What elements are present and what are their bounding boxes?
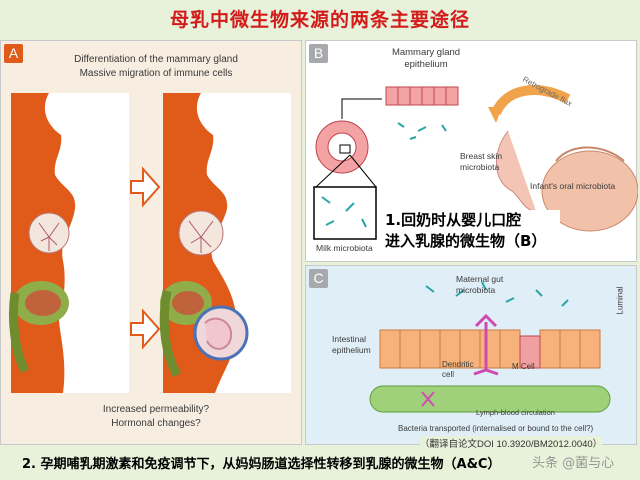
panel-a-top-caption: Differentiation of the mammary gland Mas… <box>31 53 281 81</box>
panel-a-bottom-line2: Hormonal changes? <box>111 418 201 429</box>
panel-b-letter: B <box>309 44 328 63</box>
doi-citation: （翻译自论文DOI 10.3920/BM2012.0040） <box>420 436 603 450</box>
route-one-line2: 进入乳腺的微生物（B） <box>385 232 547 250</box>
watermark: 头条 @菌与心 <box>532 456 615 471</box>
epithelium-line2: epithelium <box>404 59 448 70</box>
intestinal-line1: Intestinal <box>332 334 367 344</box>
oral-microbiota-label: Infant's oral microbiota <box>530 181 616 191</box>
skin-line1: Breast skin <box>460 151 503 161</box>
panel-b-illustration <box>313 85 638 240</box>
dendritic-line2: cell <box>442 370 455 379</box>
panel-a-bottom-caption: Increased permeability? Hormonal changes… <box>31 403 281 431</box>
panel-a-illustration <box>8 93 291 393</box>
maternal-line2: microbiota <box>456 285 496 295</box>
maternal-line1: Maternal gut <box>456 274 504 284</box>
intestinal-line2: epithelium <box>332 345 371 355</box>
panel-a-top-line2: Massive migration of immune cells <box>79 68 233 79</box>
page-title: 母乳中微生物来源的两条主要途径 <box>169 9 470 31</box>
dendritic-line1: Dendritic <box>442 360 474 369</box>
intestinal-epithelium-label: Intestinal epithelium <box>332 334 371 356</box>
route-two-footer: 2. 孕期哺乳期激素和免疫调节下，从妈妈肠道选择性转移到乳腺的微生物（A&C） <box>22 457 501 472</box>
milk-microbiota-label: Milk microbiota <box>316 243 373 253</box>
panel-b: B Mammary gland epithelium Retrograde fl… <box>305 40 638 262</box>
panel-a-bottom-line1: Increased permeability? <box>102 404 210 415</box>
luminal-label: Luminal <box>615 286 625 315</box>
skin-line2: microbiota <box>460 162 500 172</box>
lymph-circulation-label: Lymph-blood circulation <box>476 408 555 417</box>
panel-c-illustration <box>369 281 611 413</box>
route-one-note: 1.回奶时从婴儿口腔 进入乳腺的微生物（B） <box>385 210 560 254</box>
bacteria-transported-label: Bacteria transported (internalised or bo… <box>398 424 594 433</box>
panel-a: A Differentiation of the mammary gland <box>0 40 302 445</box>
panel-c: C Maternal gut microbiota Luminal Intest… <box>305 265 637 445</box>
epithelium-line1: Mammary gland <box>391 47 461 58</box>
maternal-gut-label: Maternal gut microbiota <box>456 274 503 296</box>
dendritic-cell-label: Dendritic cell <box>442 360 474 380</box>
route-one-line1: 1.回奶时从婴儿口腔 <box>385 211 522 229</box>
skin-microbiota-label: Breast skin microbiota <box>460 151 502 173</box>
panel-c-letter: C <box>309 269 328 288</box>
m-cell-label: M Cell <box>512 362 535 371</box>
panel-a-top-line1: Differentiation of the mammary gland <box>74 54 238 65</box>
epithelium-label: Mammary gland epithelium <box>376 47 476 71</box>
panel-a-letter: A <box>4 44 23 63</box>
